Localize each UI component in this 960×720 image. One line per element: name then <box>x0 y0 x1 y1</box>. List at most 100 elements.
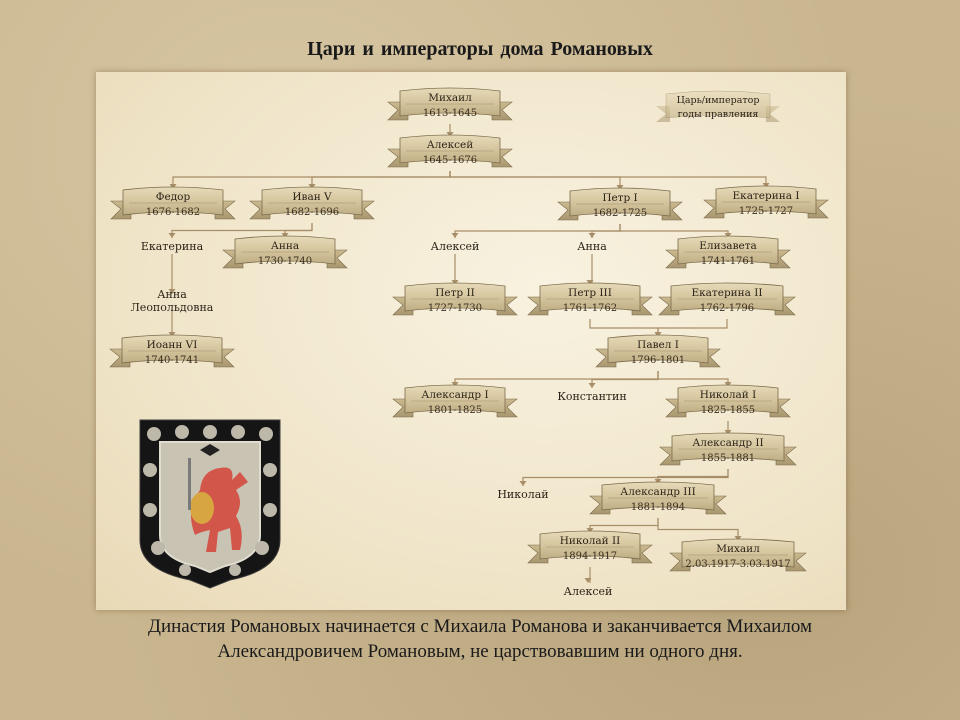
banner-body <box>539 282 641 312</box>
connector-lines <box>168 124 770 583</box>
arrow-head-icon <box>451 382 459 387</box>
banner-body <box>607 334 709 364</box>
person-name: Алексей <box>431 240 480 253</box>
ruler-name: Федор <box>156 191 191 203</box>
arrow-head-icon <box>586 528 594 533</box>
arrow-head-icon <box>168 332 176 337</box>
ruler-years: 1740-1741 <box>145 355 199 366</box>
arrow-head-icon <box>724 430 732 435</box>
banner-body <box>122 186 224 216</box>
connector-line <box>449 171 621 190</box>
ruler-name: Петр I <box>602 192 637 204</box>
legend-years: годы правления <box>678 109 759 120</box>
ruler-name: Петр II <box>435 287 475 299</box>
connector-line <box>619 224 729 238</box>
ruler-banner-mikhail2: Михаил 2.03.1917-3.03.1917 <box>669 538 807 572</box>
banner-body <box>681 538 795 568</box>
connector-line <box>591 224 621 238</box>
ruler-banner-anna: Анна 1730-1740 <box>222 235 348 269</box>
connector-line <box>589 319 659 337</box>
banner-body <box>404 282 506 312</box>
ruler-banner-ioann6: Иоанн VI 1740-1741 <box>109 334 235 368</box>
ruler-name: Николай I <box>700 389 756 401</box>
caption-line-1: Династия Романовых начинается с Михаила … <box>147 616 812 637</box>
arrow-head-icon <box>446 132 454 137</box>
ruler-years: 1682-1696 <box>285 207 339 218</box>
person-name-line: Анна <box>157 288 187 301</box>
ruler-years: 1645-1676 <box>423 155 477 166</box>
arrow-head-icon <box>281 233 289 238</box>
banner-body <box>404 384 506 414</box>
ruler-banner-ivan5: Иван V 1682-1696 <box>249 186 375 220</box>
banner-body <box>399 134 501 164</box>
ruler-years: 1725-1727 <box>739 206 793 217</box>
ruler-years: 1855-1881 <box>701 453 755 464</box>
ruler-years: 1801-1825 <box>428 405 482 416</box>
banner-body <box>601 481 715 511</box>
banner-body <box>715 185 817 215</box>
arrow-head-icon <box>616 185 624 190</box>
banner-body <box>261 186 363 216</box>
ruler-years: 1881-1894 <box>631 502 685 513</box>
ruler-name: Николай II <box>560 535 621 547</box>
ruler-years: 1796-1801 <box>631 355 685 366</box>
person-name: Константин <box>557 390 626 403</box>
person-name-line: Леопольдовна <box>131 301 214 314</box>
ruler-name: Екатерина I <box>733 190 800 202</box>
arrow-head-icon <box>734 536 742 541</box>
ruler-banner-petr2: Петр II 1727-1730 <box>392 282 518 316</box>
banner-body <box>677 235 779 265</box>
ruler-name: Александр III <box>620 486 696 498</box>
ruler-name: Михаил <box>428 92 472 104</box>
ruler-years: 1741-1761 <box>701 256 755 267</box>
arrow-head-icon <box>762 183 770 188</box>
ruler-banner-nikolai2: Николай II 1894-1917 <box>527 530 653 564</box>
ruler-years: 1613-1645 <box>423 108 477 119</box>
banner-body <box>671 432 785 462</box>
ruler-name: Иоанн VI <box>147 339 198 351</box>
legend-name: Царь/император <box>677 95 760 106</box>
arrow-head-icon <box>168 233 176 238</box>
connector-line <box>657 518 739 541</box>
banner-body <box>121 334 223 364</box>
arrow-head-icon <box>519 481 527 486</box>
ruler-name: Анна <box>271 240 299 252</box>
ruler-years: 1730-1740 <box>258 256 312 267</box>
ruler-years: 1825-1855 <box>701 405 755 416</box>
person-name: Николай <box>497 488 548 501</box>
ruler-name: Петр III <box>568 287 612 299</box>
ruler-years: 1894-1917 <box>563 551 617 562</box>
person-name: Екатерина <box>141 240 204 253</box>
ruler-name: Иван V <box>292 191 332 203</box>
connector-line <box>657 319 728 337</box>
caption-line-2: Александровичем Романовым, не царствовав… <box>217 641 743 662</box>
arrow-head-icon <box>588 383 596 388</box>
ruler-banner-alexandr2: Александр II 1855-1881 <box>659 432 797 466</box>
ruler-years: 1727-1730 <box>428 303 482 314</box>
arrow-head-icon <box>654 332 662 337</box>
ruler-name: Елизавета <box>699 240 757 252</box>
arrow-head-icon <box>586 280 594 285</box>
arrow-head-icon <box>654 479 662 484</box>
arrow-head-icon <box>584 578 592 583</box>
ruler-banner-mikhail: Михаил 1613-1645 <box>387 87 513 121</box>
ruler-banner-elizaveta: Елизавета 1741-1761 <box>665 235 791 269</box>
ruler-name: Александр II <box>692 437 763 449</box>
ruler-years: 1676-1682 <box>146 207 200 218</box>
ruler-banner-fedor: Федор 1676-1682 <box>110 186 236 220</box>
ruler-banner-ekaterina1: Екатерина I 1725-1727 <box>703 185 829 219</box>
banner-body <box>569 187 671 217</box>
ruler-years: 2.03.1917-3.03.1917 <box>685 559 790 570</box>
caption: Династия Романовых начинается с Михаила … <box>0 614 960 664</box>
page-title: Цари и императоры дома Романовых <box>307 38 653 60</box>
ruler-name: Михаил <box>716 543 760 555</box>
person-name: Анна <box>577 240 607 253</box>
arrow-head-icon <box>308 184 316 189</box>
